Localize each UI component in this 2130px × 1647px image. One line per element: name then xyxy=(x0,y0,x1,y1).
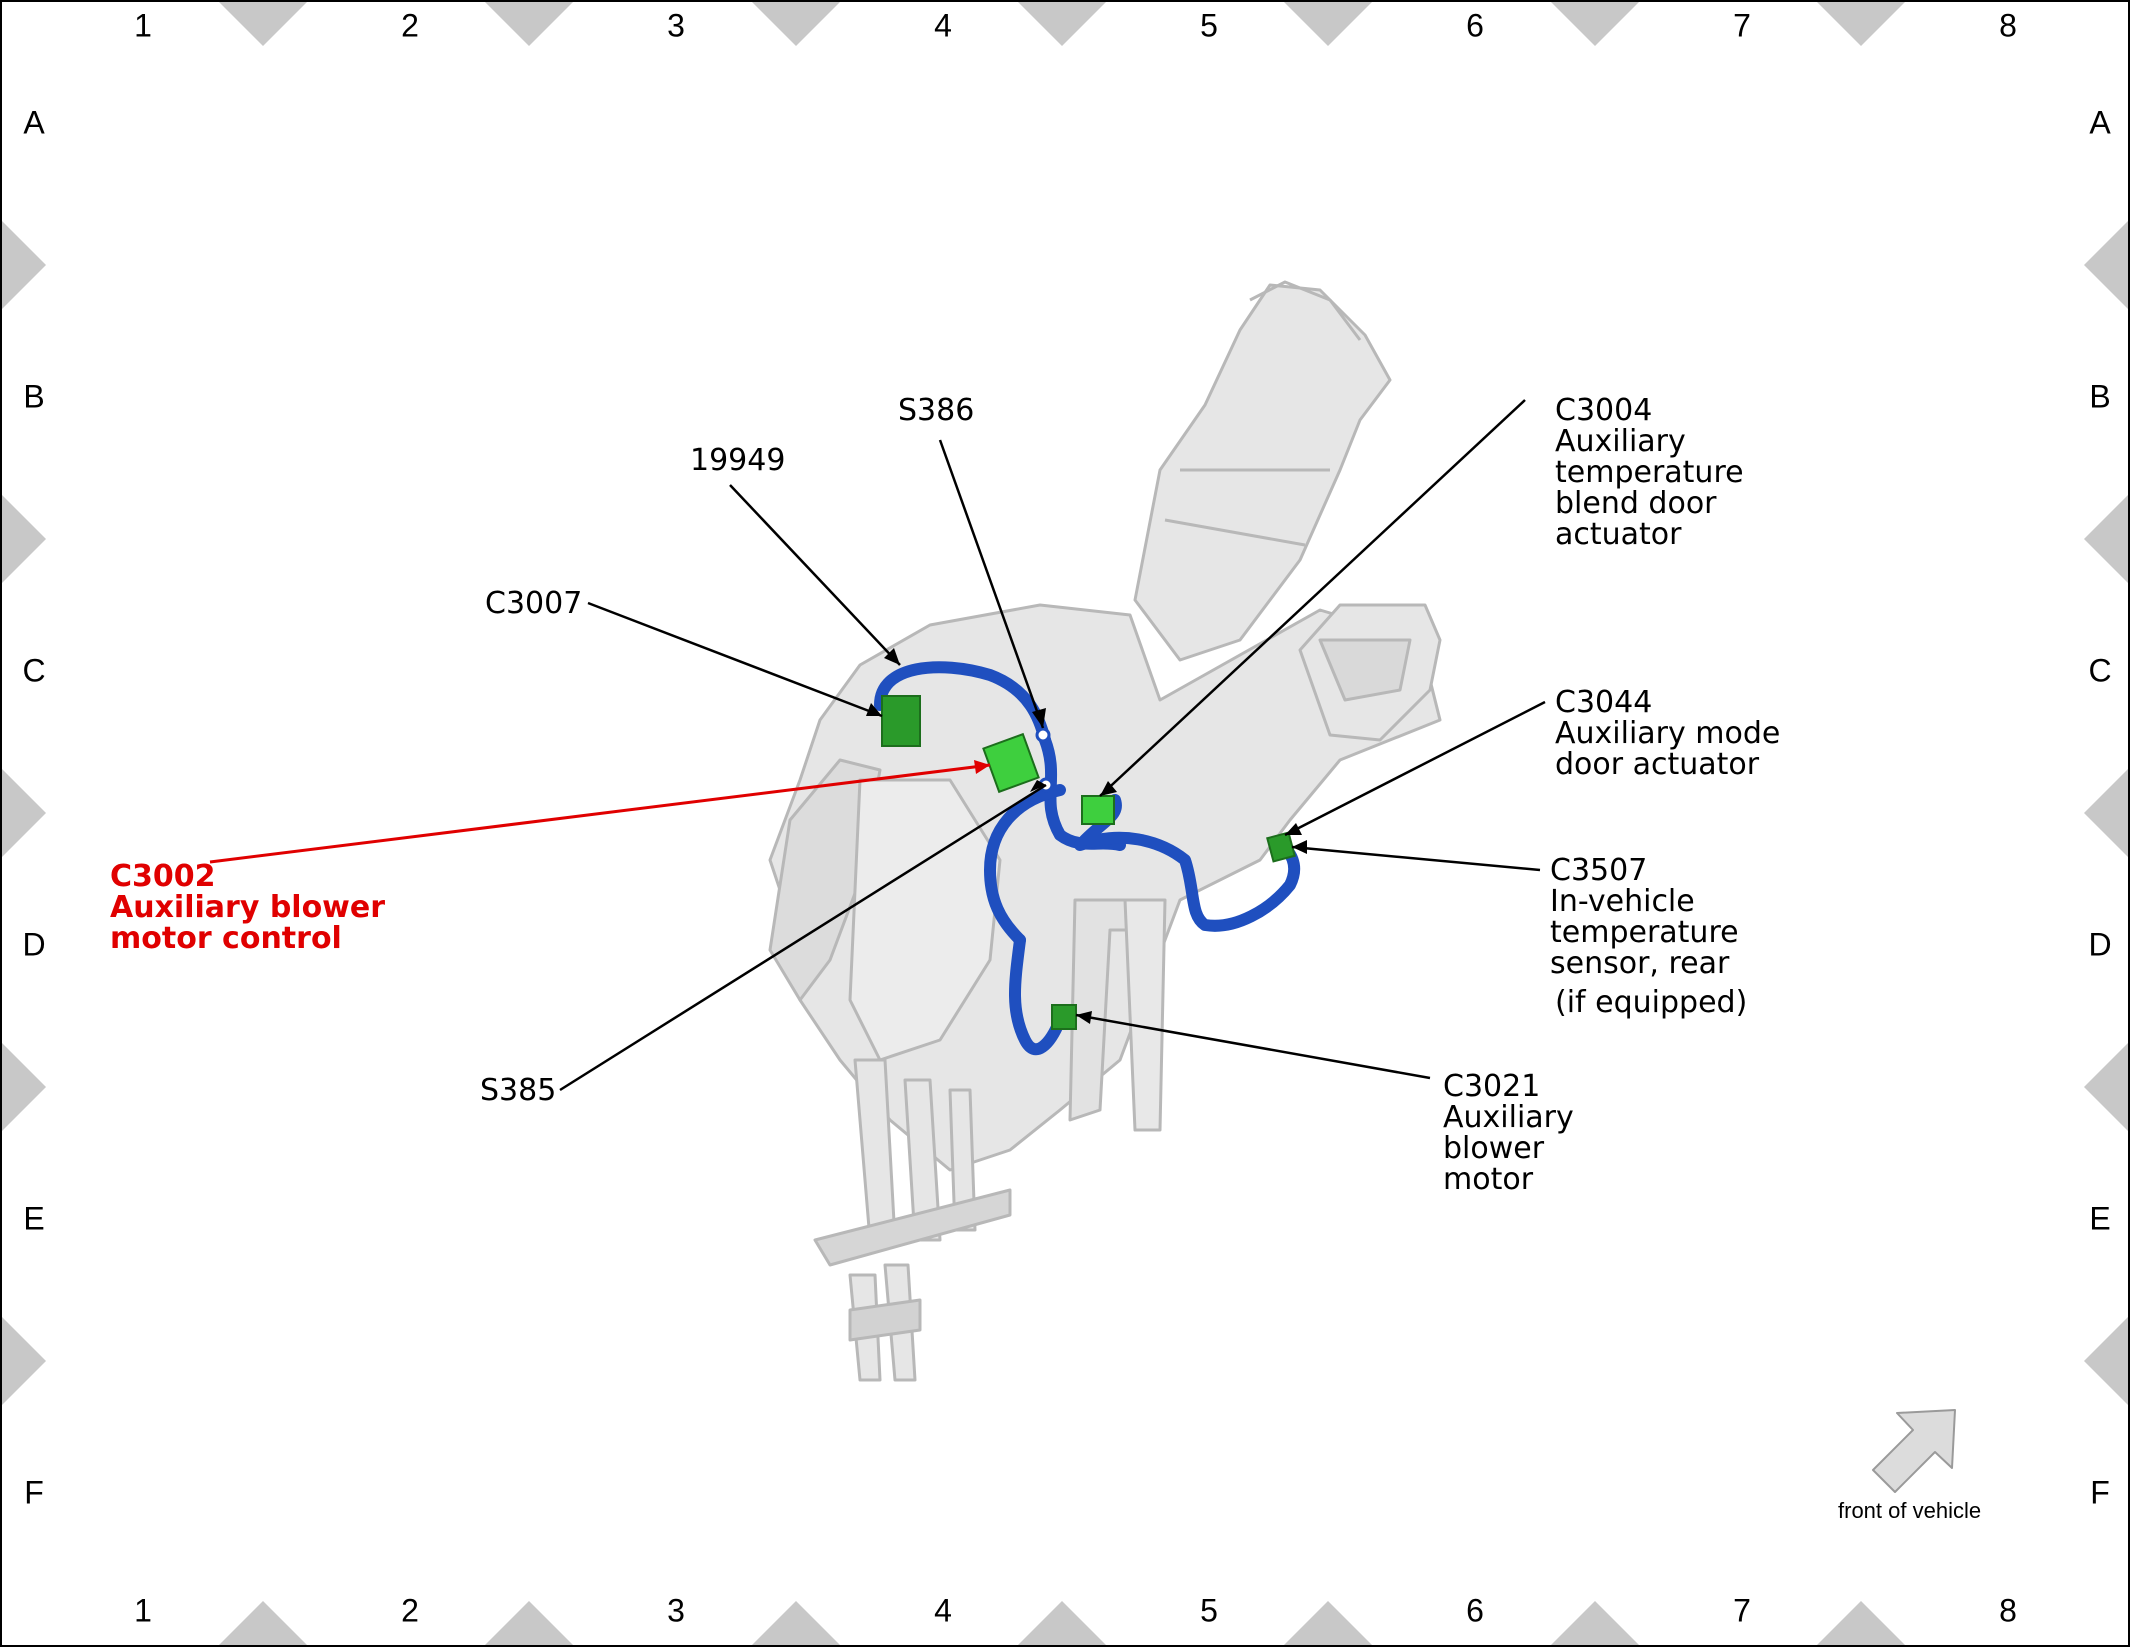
grid-col-label-bottom-2: 2 xyxy=(401,1592,419,1628)
grid-col-label-top-6: 6 xyxy=(1466,7,1484,43)
grid-col-label-bottom-7: 7 xyxy=(1733,1592,1751,1628)
border-marker-right-5 xyxy=(2084,1317,2128,1405)
leader-c3007 xyxy=(587,601,883,718)
border-marker-top-4 xyxy=(1018,2,1106,46)
border-marker-right-1 xyxy=(2084,221,2128,309)
border-marker-top-1 xyxy=(219,2,307,46)
leader-c3021 xyxy=(1075,1013,1431,1080)
grid-col-label-top-7: 7 xyxy=(1733,7,1751,43)
border-marker-left-2 xyxy=(2,495,46,583)
connectors xyxy=(881,695,1296,1030)
grid-row-label-left-A: A xyxy=(23,104,45,140)
connector-c3021 xyxy=(1051,1004,1077,1030)
connector-c3507 xyxy=(1266,831,1296,863)
callout-c3004: C3004 Auxiliary temperature blend door a… xyxy=(1555,393,1753,552)
border-marker-top-6 xyxy=(1551,2,1639,46)
callout-labels: S386 19949 C3007 C3002 Auxiliary blower … xyxy=(110,393,1790,1197)
grid-col-label-top-1: 1 xyxy=(134,7,152,43)
grid-col-label-bottom-6: 6 xyxy=(1466,1592,1484,1628)
orientation-label: front of vehicle xyxy=(1838,1498,1981,1523)
grid-col-label-bottom-1: 1 xyxy=(134,1592,152,1628)
border-marker-bottom-1 xyxy=(219,1601,307,1645)
callout-c3021: C3021 Auxiliary blower motor xyxy=(1443,1069,1583,1197)
callout-c3007: C3007 xyxy=(485,586,582,621)
grid-col-label-top-8: 8 xyxy=(1999,7,2017,43)
callout-19949: 19949 xyxy=(690,443,785,478)
grid-col-label-top-4: 4 xyxy=(934,7,952,43)
grid-col-label-bottom-5: 5 xyxy=(1200,1592,1218,1628)
grid-row-label-right-D: D xyxy=(2088,926,2111,962)
leader-19949 xyxy=(729,484,901,666)
callout-s386: S386 xyxy=(898,393,974,428)
grid-row-label-right-A: A xyxy=(2089,104,2111,140)
leader-c3002-arrowhead xyxy=(974,760,990,774)
leader-s385 xyxy=(559,783,1047,1092)
border-marker-bottom-4 xyxy=(1018,1601,1106,1645)
border-marker-bottom-6 xyxy=(1551,1601,1639,1645)
leader-c3004 xyxy=(1099,399,1526,797)
orientation-indicator: front of vehicle xyxy=(1838,1409,1981,1523)
border-marker-bottom-2 xyxy=(485,1601,573,1645)
callout-c3507: C3507 In-vehicle temperature sensor, rea… xyxy=(1550,853,1748,1020)
border-marker-top-5 xyxy=(1284,2,1372,46)
grid-row-label-left-F: F xyxy=(24,1474,44,1510)
grid-col-label-bottom-3: 3 xyxy=(667,1592,685,1628)
connector-c3002 xyxy=(982,732,1040,794)
grid-col-label-top-5: 5 xyxy=(1200,7,1218,43)
border-marker-top-7 xyxy=(1817,2,1905,46)
grid-row-label-right-F: F xyxy=(2090,1474,2110,1510)
grid-col-label-bottom-4: 4 xyxy=(934,1592,952,1628)
border-marker-left-5 xyxy=(2,1317,46,1405)
leader-c3507 xyxy=(1291,845,1541,872)
grid-row-label-left-D: D xyxy=(22,926,45,962)
grid-col-label-top-2: 2 xyxy=(401,7,419,43)
grid-col-label-bottom-8: 8 xyxy=(1999,1592,2017,1628)
grid-row-label-left-E: E xyxy=(23,1200,44,1236)
border-marker-bottom-5 xyxy=(1284,1601,1372,1645)
callout-c3044: C3044 Auxiliary mode door actuator xyxy=(1555,685,1790,782)
leader-arrowheads xyxy=(866,648,1307,1024)
border-marker-left-1 xyxy=(2,221,46,309)
grid-row-label-left-C: C xyxy=(22,652,45,688)
connector-c3004 xyxy=(1081,795,1115,825)
grid-row-label-right-E: E xyxy=(2089,1200,2110,1236)
border-marker-top-3 xyxy=(752,2,840,46)
border-marker-left-4 xyxy=(2,1043,46,1131)
grid-row-label-right-C: C xyxy=(2088,652,2111,688)
leader-lines xyxy=(559,399,1546,1092)
border-marker-bottom-3 xyxy=(752,1601,840,1645)
splice-s386 xyxy=(1035,727,1051,743)
border-marker-right-2 xyxy=(2084,495,2128,583)
grid-col-label-top-3: 3 xyxy=(667,7,685,43)
wiring-harness xyxy=(874,661,1301,1056)
arrow-up-right-icon xyxy=(1872,1409,1956,1493)
border-marker-bottom-7 xyxy=(1817,1601,1905,1645)
grid-row-label-right-B: B xyxy=(2089,378,2110,414)
border-marker-right-4 xyxy=(2084,1043,2128,1131)
border-marker-left-3 xyxy=(2,769,46,857)
leader-c3002 xyxy=(209,763,991,864)
leader-c3044 xyxy=(1284,700,1546,837)
grid-row-label-left-B: B xyxy=(23,378,44,414)
leader-s386 xyxy=(938,439,1045,729)
connector-c3007 xyxy=(881,695,921,747)
callout-s385: S385 xyxy=(480,1073,556,1108)
border-marker-top-2 xyxy=(485,2,573,46)
callout-c3002: C3002 Auxiliary blower motor control xyxy=(110,859,396,956)
border-marker-right-3 xyxy=(2084,769,2128,857)
